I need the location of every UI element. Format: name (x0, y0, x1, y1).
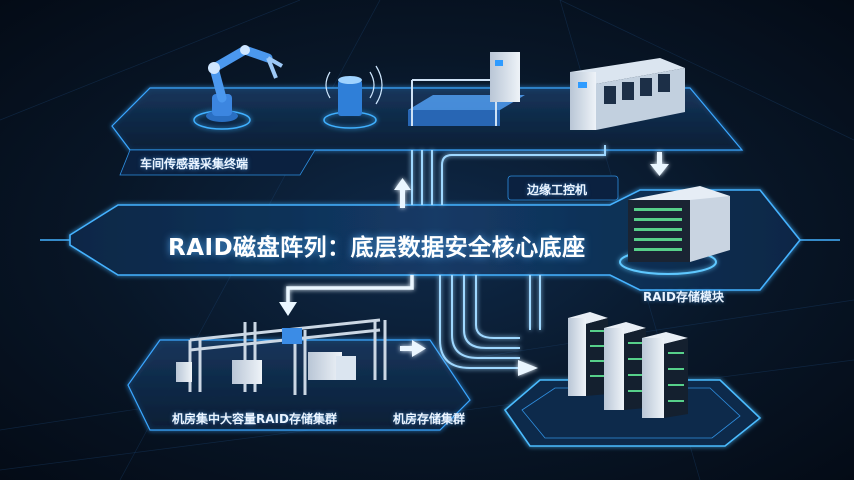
node-label-raid-module: RAID存储模块 (643, 288, 724, 305)
left-down-arrow-icon (288, 275, 412, 306)
flow-lines-bottom (440, 275, 540, 368)
down-arrow-icon (650, 152, 669, 176)
diagram-title: RAID磁盘阵列：底层数据安全核心底座 (168, 228, 586, 262)
left-down-arrowhead-icon (279, 302, 297, 316)
node-label-sensors: 车间传感器采集终端 (140, 155, 248, 172)
node-label-datacenter-raid: 机房集中大容量RAID存储集群 (172, 410, 337, 427)
up-arrow-icon (394, 178, 411, 208)
node-label-edge: 边缘工控机 (527, 181, 587, 198)
cluster-arrow-icon (518, 360, 538, 376)
node-label-server-cluster: 机房存储集群 (393, 410, 465, 427)
